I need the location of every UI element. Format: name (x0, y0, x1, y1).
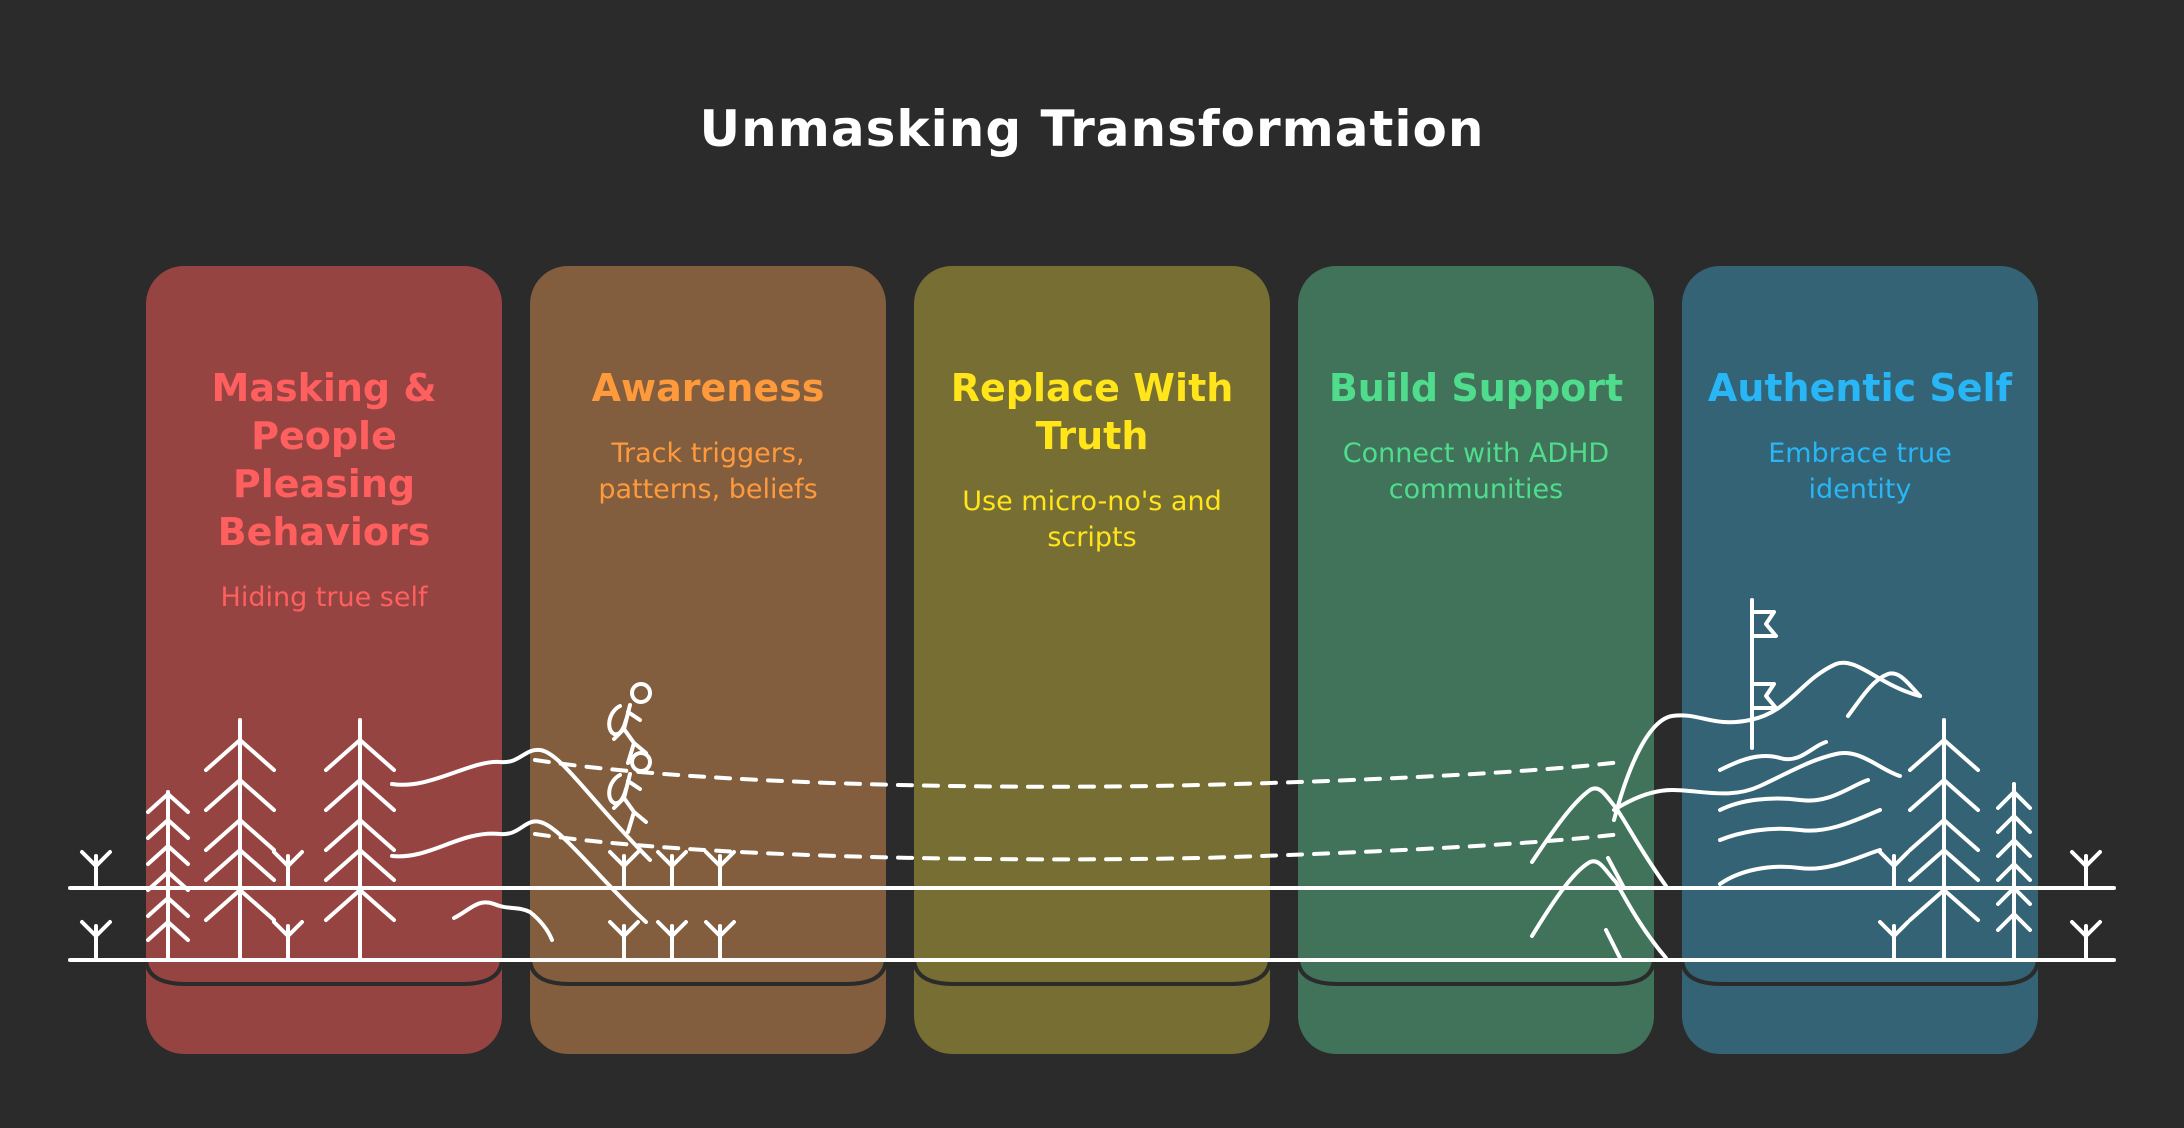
stage-title-masking: Masking & People Pleasing Behaviors (211, 366, 437, 554)
stage-card-masking: Masking & People Pleasing Behaviors Hidi… (146, 266, 502, 1054)
hiker-icon (607, 682, 736, 960)
dashed-path-lower (533, 832, 1622, 862)
stage-text-awareness: Awareness Track triggers, patterns, beli… (530, 364, 886, 508)
stage-text-masking: Masking & People Pleasing Behaviors Hidi… (146, 364, 502, 616)
stage-title-awareness: Awareness (591, 366, 825, 410)
stage-subtitle-masking: Hiding true self (220, 582, 428, 613)
stage-title-replace-with-truth: Replace With Truth (950, 366, 1234, 458)
stage-subtitle-authentic-self: Embrace true identity (1768, 438, 1952, 505)
hills-left (390, 747, 652, 942)
diagram-title: Unmasking Transformation (699, 100, 1485, 158)
pine-forest-icon (80, 718, 396, 960)
stage-title-authentic-self: Authentic Self (1707, 366, 2013, 410)
stage-card-build-support: Build Support Connect with ADHD communit… (1298, 266, 1654, 1054)
stage-subtitle-awareness: Track triggers, patterns, beliefs (598, 438, 818, 505)
dashed-path-upper (533, 758, 1622, 789)
ground-shadow (144, 957, 2040, 986)
mountains-right (1530, 660, 1922, 960)
stage-text-authentic-self: Authentic Self Embrace true identity (1682, 364, 2038, 508)
stage-subtitle-build-support: Connect with ADHD communities (1342, 438, 1610, 505)
stage-subtitle-replace-with-truth: Use micro-no's and scripts (962, 486, 1222, 553)
stage-text-build-support: Build Support Connect with ADHD communit… (1298, 364, 1654, 508)
stage-card-replace-with-truth: Replace With Truth Use micro-no's and sc… (914, 266, 1270, 1054)
stage-text-replace-with-truth: Replace With Truth Use micro-no's and sc… (914, 364, 1270, 556)
summit-flag-icon (1750, 598, 1778, 750)
pine-forest-right-icon (1878, 718, 2102, 960)
stage-card-authentic-self: Authentic Self Embrace true identity (1682, 266, 2038, 1054)
stage-title-build-support: Build Support (1328, 366, 1624, 410)
